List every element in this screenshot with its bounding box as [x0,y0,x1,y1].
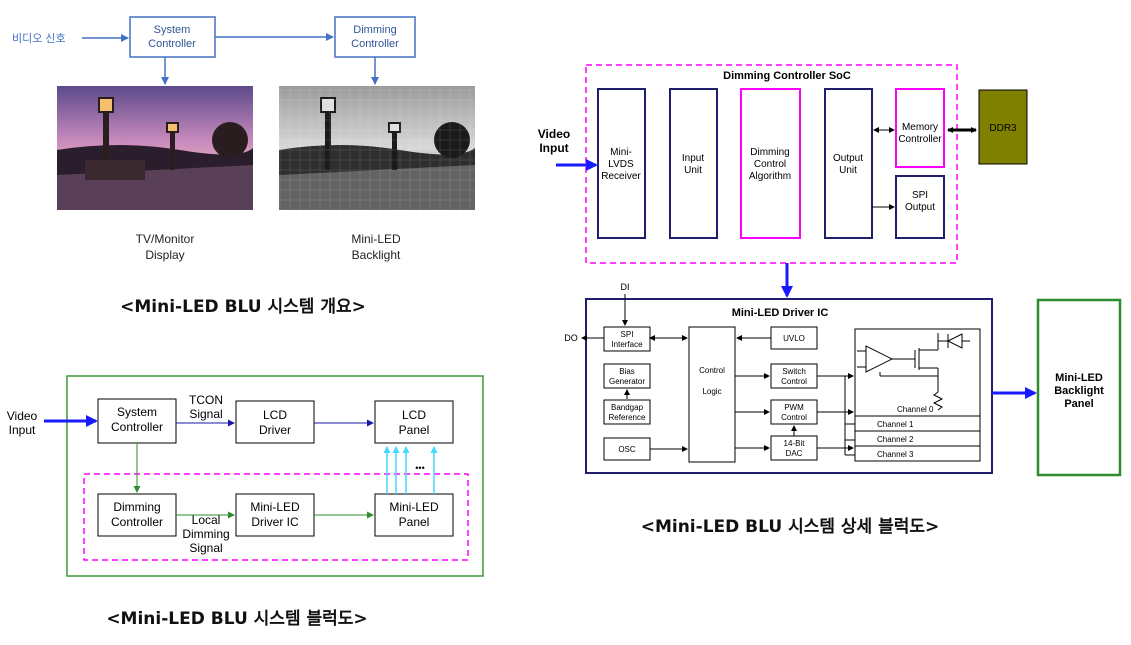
ddr3-memory [978,89,1028,165]
more-dots: ••• [415,463,424,473]
channel-2: Channel 2 [877,435,914,444]
overview-system-controller-label: System [154,24,191,36]
di-label: DI [621,282,630,292]
soc-algorithm [740,88,801,239]
channel-rows [855,415,980,447]
block-mini-led-panel [374,493,454,537]
backlight-panel [1036,298,1122,477]
tv-display-image [57,86,253,210]
block-frame [66,375,484,577]
ddr3-label: DDR3 [989,123,1017,134]
soc-input-unit [669,88,718,239]
channel-block [854,328,981,462]
block-caption: <Mini-LED BLU 시스템 블럭도> [106,609,367,629]
display-label: TV/Monitor [136,232,195,246]
soc-spi-output [895,175,945,239]
do-label: DO [564,333,578,343]
bandgap-reference [603,399,651,425]
tcon-signal-label: TCON [189,393,223,407]
dimming-group-frame [83,473,469,561]
driver-title: Mini-LED Driver IC [732,307,829,319]
backlight-label: Mini-LED [351,232,401,246]
block-lcd-driver [235,400,315,444]
svg-text:UVLO: UVLO [783,334,805,343]
channel-0: Channel 0 [897,405,934,414]
control-logic [688,326,736,463]
overview-dimming-controller-box [334,16,416,58]
channel-1: Channel 1 [877,420,914,429]
overview-dimming-controller-label: Dimming [353,24,396,36]
pwm-control [770,399,818,425]
driver-frame [585,298,993,474]
soc-title: Dimming Controller SoC [723,70,851,82]
soc-memory-controller [895,88,945,168]
block-mini-led-driver [235,493,315,537]
soc-frame [585,64,958,264]
switch-control [770,363,818,389]
dac-block [770,435,818,461]
output-stage-schematic [857,333,970,411]
block-video-input-label: Video [7,409,38,423]
channel-3: Channel 3 [877,450,914,459]
soc-output-unit [824,88,873,239]
block-dimming-controller [97,493,177,537]
overview-system-controller-box [129,16,216,58]
svg-text:OSC: OSC [618,445,636,454]
local-dimming-label: Local [192,513,221,527]
video-signal-label: 비디오 신호 [12,32,66,45]
soc-receiver [597,88,646,239]
backlight-image [279,86,475,210]
soc-video-input-label: Video [538,127,570,141]
backlight-arrows [383,446,438,494]
block-system-controller [97,398,177,444]
bias-generator [603,363,651,389]
block-lcd-panel [374,400,454,444]
overview-caption: <Mini-LED BLU 시스템 개요> [120,297,366,317]
detail-caption: <Mini-LED BLU 시스템 상세 블럭도> [641,517,940,537]
